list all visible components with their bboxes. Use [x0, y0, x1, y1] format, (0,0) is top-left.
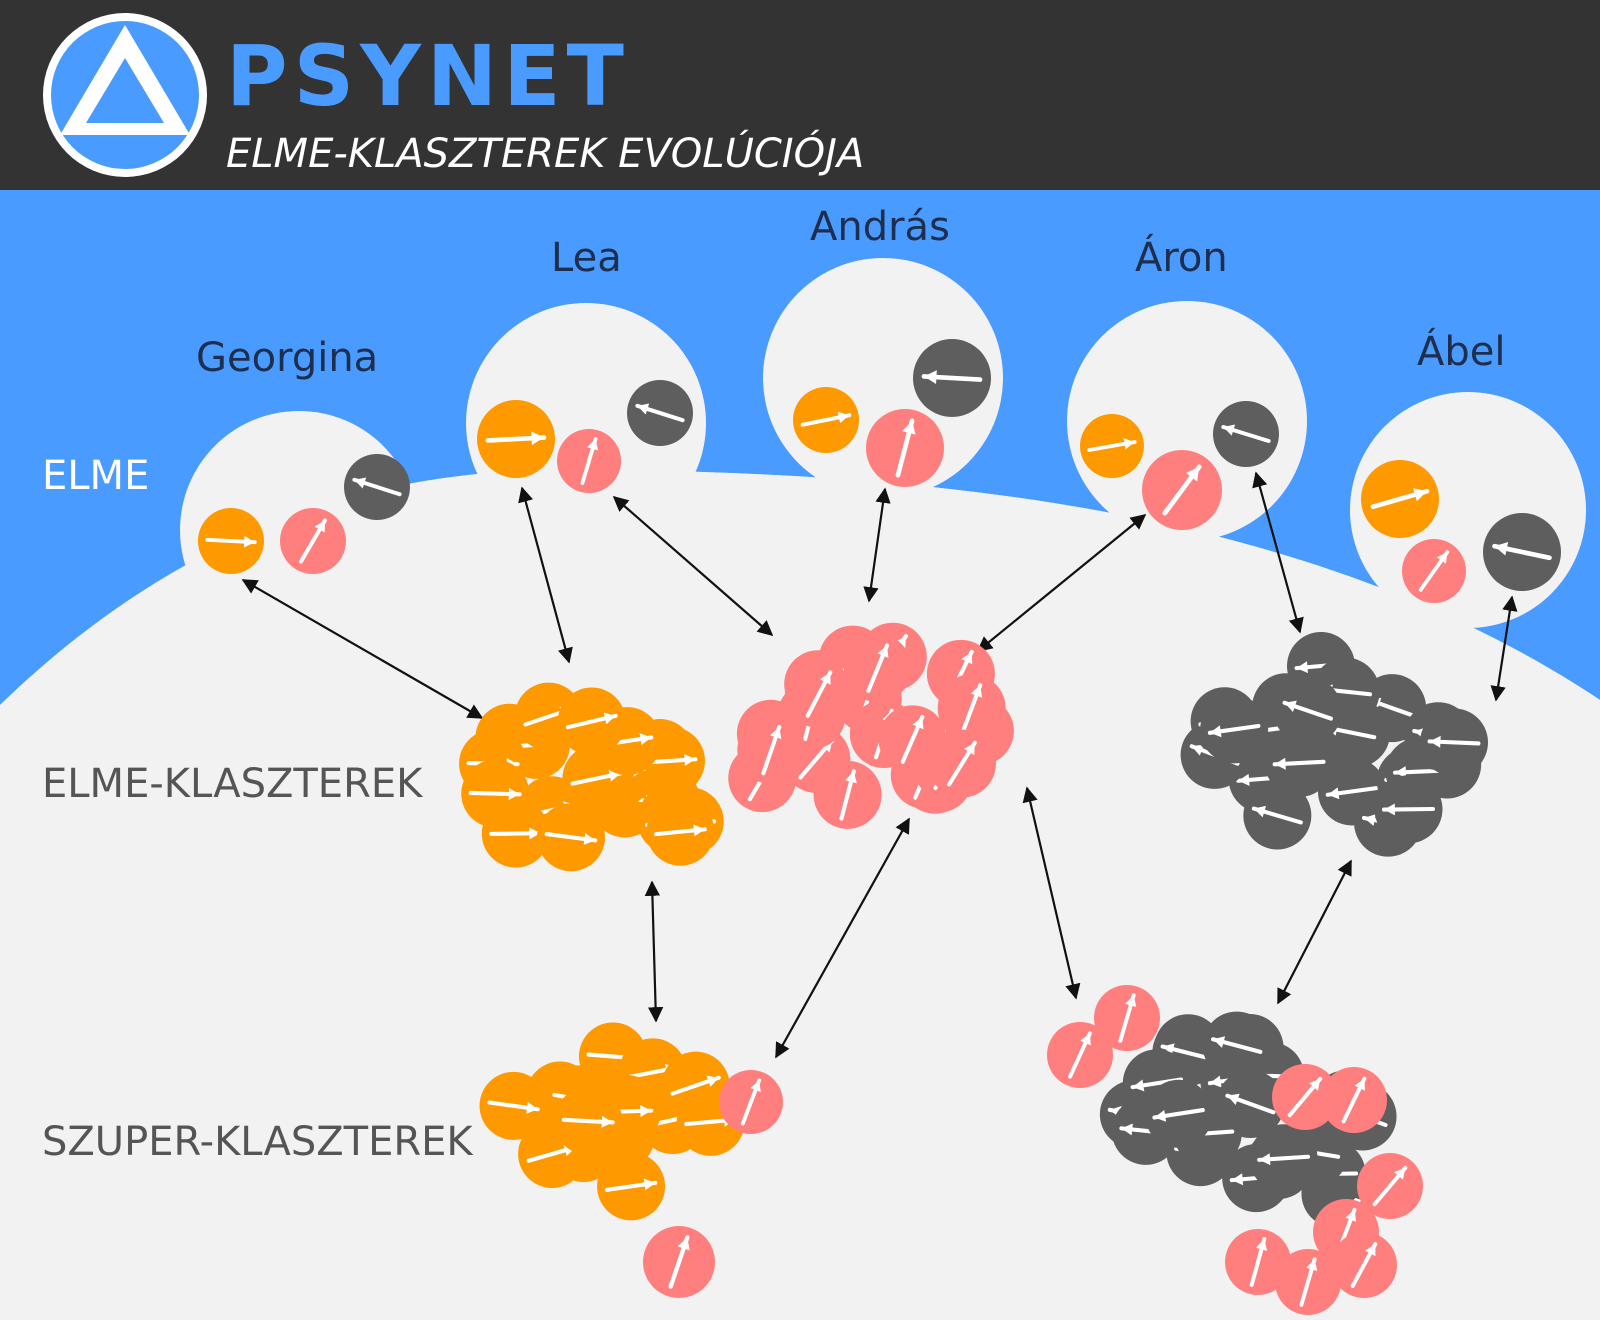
- particle-pink: [937, 674, 1006, 743]
- mind-name-andras: András: [810, 204, 950, 250]
- particle-orange: [536, 803, 605, 872]
- mind-aron-orange: [1080, 414, 1144, 478]
- mind-abel-orange: [1361, 460, 1439, 538]
- mind-andras-orange: [793, 387, 859, 453]
- mind-abel-pink: [1402, 539, 1466, 603]
- psynet-logo-icon: [43, 13, 207, 177]
- particle-gray: [1243, 781, 1312, 850]
- particle-pink: [1047, 1022, 1113, 1088]
- particle-pink: [1357, 1153, 1423, 1219]
- mind-bubble-lea: [466, 303, 706, 543]
- level-label-elme-klaszterek: ELME-KLASZTEREK: [42, 761, 423, 807]
- mind-bubble-aron: [1067, 301, 1307, 541]
- particle-gray: [1273, 676, 1342, 745]
- mind-georgina-orange: [198, 508, 264, 574]
- mind-lea-orange: [477, 400, 555, 478]
- connector-arrow: [644, 880, 664, 1023]
- mind-georgina-gray: [344, 454, 410, 520]
- particle-pink: [1225, 1229, 1291, 1295]
- particle-orange: [479, 1071, 548, 1140]
- particle-pink: [1272, 1064, 1338, 1130]
- particle-gray: [1249, 1124, 1318, 1193]
- page-subtitle: ELME-KLASZTEREK EVOLÚCIÓJA: [226, 131, 865, 177]
- particle-orange: [554, 1087, 623, 1156]
- particle-pink: [737, 716, 806, 785]
- particle-pink: [1094, 985, 1160, 1051]
- particle-pink: [1275, 1249, 1341, 1315]
- particle-gray: [1202, 1011, 1271, 1080]
- particle-pink: [1331, 1232, 1397, 1298]
- mind-name-aron: Áron: [1135, 235, 1228, 281]
- particle-orange: [557, 687, 626, 756]
- connector-arrow: [1277, 859, 1352, 1005]
- connector-arrow: [976, 514, 1147, 652]
- mind-aron-gray: [1213, 401, 1279, 467]
- particle-pink: [643, 1226, 715, 1298]
- particle-gray: [1420, 708, 1489, 777]
- particle-pink: [785, 660, 854, 729]
- particle-gray: [1265, 729, 1334, 798]
- level-label-szuper-klaszterek: SZUPER-KLASZTEREK: [42, 1119, 473, 1165]
- mind-name-lea: Lea: [551, 235, 622, 281]
- brand-title: PSYNET: [226, 27, 630, 125]
- particle-gray: [1200, 695, 1269, 764]
- particle-orange: [461, 759, 530, 828]
- connector-group: [241, 471, 1518, 1059]
- particle-gray: [1144, 1079, 1213, 1148]
- particle-group: [198, 339, 1561, 1315]
- connector-arrow: [1490, 595, 1518, 702]
- particle-pink: [1321, 1067, 1387, 1133]
- mind-abel-gray: [1483, 513, 1561, 591]
- particle-gray: [1374, 775, 1443, 844]
- particle-pink: [843, 634, 912, 703]
- mind-georgina-pink: [280, 508, 346, 574]
- mind-andras-pink: [866, 409, 944, 487]
- connector-arrow: [863, 487, 891, 603]
- mind-andras-gray: [913, 339, 991, 417]
- connector-arrow: [775, 817, 910, 1059]
- connector-arrow: [612, 495, 774, 637]
- mind-name-abel: Ábel: [1417, 329, 1506, 375]
- header-bar: [0, 0, 1600, 190]
- particle-orange: [646, 797, 715, 866]
- mind-aron-pink: [1142, 450, 1222, 530]
- particle-pink: [927, 729, 996, 798]
- particle-pink: [719, 1070, 783, 1134]
- connector-arrow: [1252, 471, 1304, 634]
- connector-arrow: [1022, 786, 1081, 1000]
- mind-name-georgina: Georgina: [196, 335, 379, 381]
- connector-arrow: [518, 486, 573, 664]
- level-label-elme: ELME: [42, 453, 150, 499]
- connector-arrow: [241, 579, 484, 719]
- mind-lea-pink: [557, 429, 621, 493]
- mind-lea-gray: [627, 380, 693, 446]
